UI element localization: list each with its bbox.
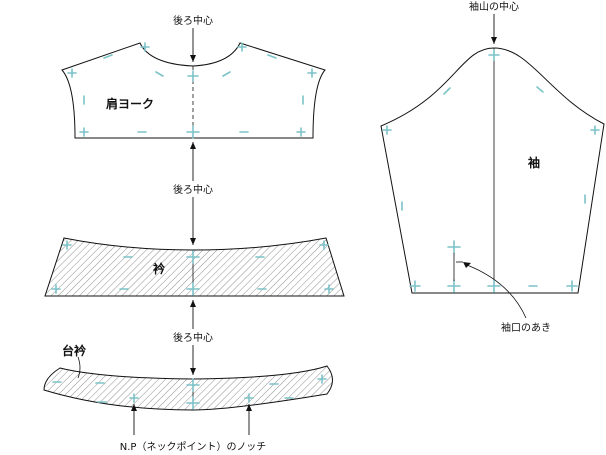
cuff-opening-label: 袖口のあき xyxy=(501,321,551,334)
collar-stand-notch-marks xyxy=(52,374,327,410)
sleeve-label: 袖 xyxy=(528,155,540,170)
collar-stand-label: 台衿 xyxy=(62,343,86,358)
np-notch-label: N.P（ネックポイント）のノッチ xyxy=(120,441,267,453)
sleeve-piece xyxy=(380,47,605,294)
shoulder-yoke-label: 肩ヨーク xyxy=(106,96,154,111)
sleeve-notch-marks xyxy=(382,49,600,293)
collar-label: 衿 xyxy=(153,261,165,276)
yoke-notch-marks xyxy=(67,42,317,139)
collar-stand-leader xyxy=(77,356,81,379)
cuff-opening-leader xyxy=(466,264,527,319)
collar-notch-marks xyxy=(51,240,334,296)
back-center-low-label: 後ろ中心 xyxy=(173,331,213,344)
sleeve-outline xyxy=(380,47,605,294)
shoulder-yoke-piece xyxy=(61,42,326,139)
collar-stand-outline xyxy=(43,365,333,411)
shoulder-yoke-outline xyxy=(61,42,326,139)
collar-piece xyxy=(44,237,345,297)
sleeve-cap-center-label: 袖山の中心 xyxy=(469,0,519,13)
cuff-opening-arrowhead xyxy=(463,262,471,268)
collar-outline xyxy=(44,237,345,297)
back-center-mid-label: 後ろ中心 xyxy=(173,183,213,196)
collar-stand-piece xyxy=(43,365,333,411)
back-center-top-label: 後ろ中心 xyxy=(173,14,213,27)
